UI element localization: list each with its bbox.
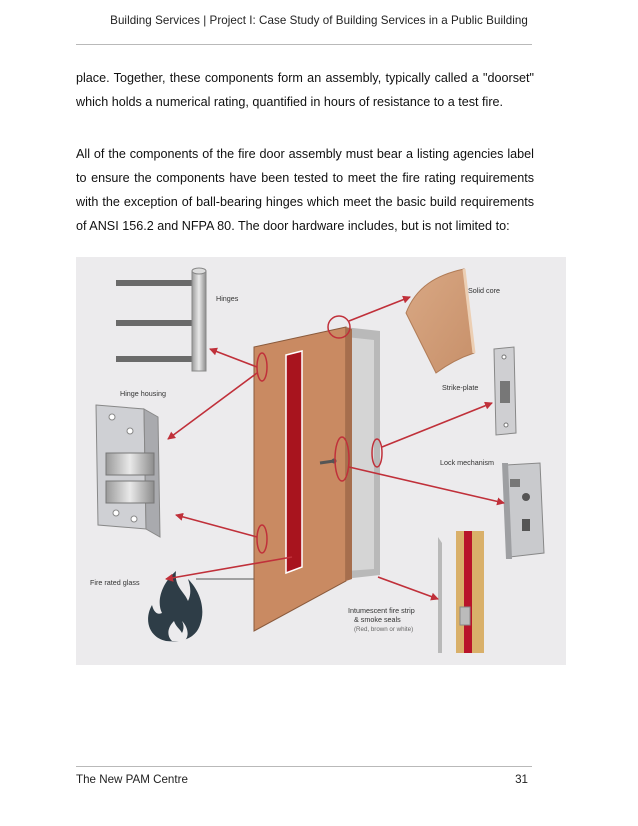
paragraph-hardware: All of the components of the fire door a…: [76, 147, 534, 233]
page-number: 31: [515, 773, 528, 786]
label-lock-mechanism: Lock mechanism: [440, 458, 494, 467]
footer-title: The New PAM Centre: [76, 773, 188, 786]
paragraph-doorset: place. Together, these components form a…: [76, 71, 534, 109]
callout-arrows: [165, 295, 505, 601]
label-intumescent-3: (Red, brown or white): [354, 626, 413, 633]
hinges-illustration: [116, 267, 207, 372]
callout-circles: [256, 315, 383, 554]
intumescent-strip-illustration: [438, 531, 484, 653]
label-hinges: Hinges: [216, 294, 239, 303]
fire-icon: [148, 571, 203, 642]
header-rule: [76, 44, 532, 45]
door-frame: [196, 327, 380, 580]
label-intumescent-2: & smoke seals: [354, 615, 401, 624]
fire-door-diagram: Hinges Hinge housing Fire rated glass So…: [76, 257, 566, 665]
hinge-housing-illustration: [95, 404, 161, 538]
label-solid-core: Solid core: [468, 286, 500, 295]
lock-mechanism-illustration: [502, 462, 545, 559]
footer-rule: [76, 766, 532, 767]
solid-core-illustration: [405, 268, 476, 374]
door-leaf: [253, 326, 352, 632]
running-header: Building Services | Project I: Case Stud…: [110, 14, 528, 27]
label-intumescent-1: Intumescent fire strip: [348, 606, 415, 615]
label-hinge-housing: Hinge housing: [120, 389, 166, 398]
label-fire-rated-glass: Fire rated glass: [90, 578, 140, 587]
strike-plate-illustration: [493, 346, 517, 436]
label-strike-plate: Strike-plate: [442, 383, 478, 392]
